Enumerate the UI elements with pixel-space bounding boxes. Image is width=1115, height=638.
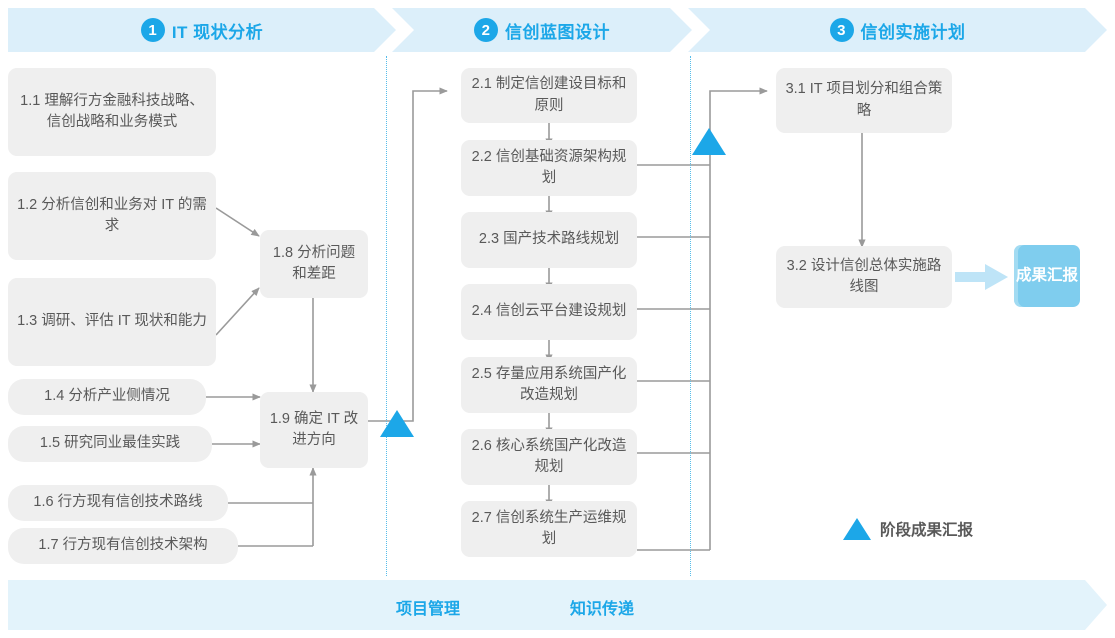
phase-number-3: 3 [829,18,854,42]
task-box-1-1[interactable]: 1.1 理解行方金融科技战略、信创战略和业务模式 [8,68,216,156]
task-box-1-6[interactable]: 1.6 行方现有信创技术路线 [8,485,228,521]
lane-divider-1 [386,56,387,576]
task-box-3-2[interactable]: 3.2 设计信创总体实施路线图 [776,246,952,308]
task-box-1-7[interactable]: 1.7 行方现有信创技术架构 [8,528,238,564]
milestone-triangle-icon [843,518,871,540]
task-box-1-5[interactable]: 1.5 研究同业最佳实践 [8,426,212,462]
phase-title-2: 信创蓝图设计 [505,22,610,42]
task-box-2-3[interactable]: 2.3 国产技术路线规划 [461,212,637,268]
lane-divider-2 [690,56,691,576]
task-box-2-7[interactable]: 2.7 信创系统生产运维规划 [461,501,637,557]
phase-title-1: IT 现状分析 [171,22,264,42]
result-label: 成果汇报 [1015,266,1078,284]
result-badge[interactable]: 成果汇报 [1014,245,1080,307]
milestone-triangle-phase1[interactable] [380,410,414,437]
phase-banner-1[interactable]: 1 IT 现状分析 [8,8,396,52]
task-box-1-4[interactable]: 1.4 分析产业侧情况 [8,379,206,415]
phase-banner-2[interactable]: 2 信创蓝图设计 [392,8,692,52]
task-box-1-9[interactable]: 1.9 确定 IT 改进方向 [260,392,368,468]
footer-label-knowledge-transfer: 知识传递 [570,601,635,618]
milestone-triangle-phase2[interactable] [692,128,726,155]
phase-number-2: 2 [474,18,498,42]
task-box-2-5[interactable]: 2.5 存量应用系统国产化改造规划 [461,357,637,413]
task-box-2-4[interactable]: 2.4 信创云平台建设规划 [461,284,637,340]
phase-banner-3[interactable]: 3 信创实施计划 [688,8,1107,52]
footer-swimlane [8,580,1107,630]
task-box-2-6[interactable]: 2.6 核心系统国产化改造规划 [461,429,637,485]
task-box-1-8[interactable]: 1.8 分析问题和差距 [260,230,368,298]
legend: 阶段成果汇报 [843,518,973,540]
task-box-1-2[interactable]: 1.2 分析信创和业务对 IT 的需求 [8,172,216,260]
task-box-1-3[interactable]: 1.3 调研、评估 IT 现状和能力 [8,278,216,366]
task-box-2-1[interactable]: 2.1 制定信创建设目标和原则 [461,68,637,123]
task-box-2-2[interactable]: 2.2 信创基础资源架构规划 [461,140,637,196]
phase-title-3: 信创实施计划 [860,22,966,42]
phase-number-1: 1 [140,18,165,42]
footer-label-project-management: 项目管理 [396,601,461,618]
task-box-3-1[interactable]: 3.1 IT 项目划分和组合策略 [776,68,952,133]
legend-label: 阶段成果汇报 [880,522,974,539]
result-arrow [955,264,1008,290]
